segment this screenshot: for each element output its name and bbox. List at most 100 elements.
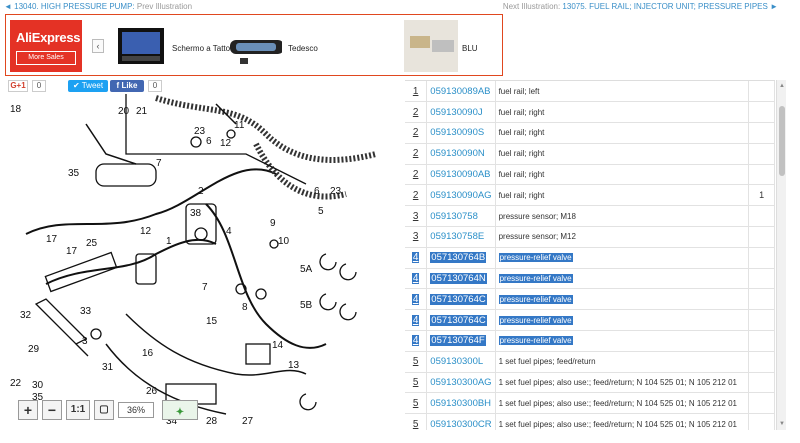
- ad-banner[interactable]: AliExpress More Sales ‹ Schermo a Tatto …: [5, 14, 503, 76]
- callout-label[interactable]: 17: [66, 246, 78, 257]
- part-number-link[interactable]: 059130758E: [426, 226, 496, 248]
- thumbnail-navigator-button[interactable]: ✦: [162, 400, 198, 420]
- callout-label[interactable]: 5A: [300, 264, 313, 275]
- callout-label[interactable]: 18: [10, 104, 22, 115]
- position-number-text[interactable]: 4: [411, 273, 420, 285]
- position-number-text[interactable]: 4: [411, 314, 420, 326]
- position-number[interactable]: 4: [405, 288, 428, 311]
- callout-label[interactable]: 28: [206, 416, 218, 427]
- position-number-text[interactable]: 2: [412, 169, 419, 181]
- position-number[interactable]: 4: [405, 268, 428, 290]
- position-number-text[interactable]: 3: [412, 231, 419, 243]
- part-number-link[interactable]: 059130300CR: [426, 413, 496, 430]
- part-number-link[interactable]: 059130090S: [426, 122, 496, 144]
- callout-label[interactable]: 6: [206, 136, 212, 147]
- callout-label[interactable]: 31: [102, 362, 114, 373]
- position-number-text[interactable]: 3: [412, 210, 419, 222]
- fit-page-button[interactable]: ▢: [94, 400, 114, 420]
- callout-label[interactable]: 14: [272, 340, 284, 351]
- ad-prev-button[interactable]: ‹: [92, 39, 104, 53]
- part-number-link-text[interactable]: 059130089AB: [430, 85, 491, 97]
- next-illustration-link[interactable]: Next Illustration: 13075. FUEL RAIL; INJ…: [502, 2, 778, 11]
- callout-label[interactable]: 7: [156, 158, 162, 169]
- position-number-text[interactable]: 2: [412, 148, 419, 160]
- position-number-text[interactable]: 4: [411, 335, 420, 347]
- position-number[interactable]: 1: [405, 81, 428, 103]
- callout-label[interactable]: 30: [32, 380, 44, 391]
- part-number-link[interactable]: 059130758: [426, 205, 496, 228]
- prev-illustration-link[interactable]: ◄ 13040. HIGH PRESSURE PUMP: Prev Illust…: [4, 2, 193, 11]
- part-number-link[interactable]: 057130764C: [426, 309, 496, 332]
- part-number-link[interactable]: 059130089AB: [426, 81, 496, 103]
- callout-label[interactable]: 21: [136, 106, 148, 117]
- position-number-text[interactable]: 1: [412, 85, 419, 97]
- zoom-in-button[interactable]: +: [18, 400, 38, 420]
- part-number-link-text[interactable]: 059130300AG: [430, 377, 492, 389]
- scroll-up-icon[interactable]: ▲: [779, 83, 785, 89]
- callout-label[interactable]: 3: [82, 336, 88, 347]
- position-number[interactable]: 5: [405, 413, 428, 430]
- ad-item[interactable]: BLU: [404, 20, 500, 72]
- callout-label[interactable]: 23: [330, 186, 342, 197]
- part-number-link-text[interactable]: 059130090N: [430, 148, 485, 160]
- scroll-thumb[interactable]: [779, 106, 785, 176]
- position-number-text[interactable]: 5: [412, 418, 419, 430]
- callout-label[interactable]: 9: [270, 218, 276, 229]
- parts-diagram[interactable]: 18 20 21 23 6 11 12 2 35 7 6 23 5 38 4 9…: [6, 94, 386, 430]
- part-number-link-text[interactable]: 057130764F: [430, 335, 486, 347]
- position-number-text[interactable]: 2: [412, 189, 419, 201]
- callout-label[interactable]: 25: [86, 238, 98, 249]
- more-sales-button[interactable]: More Sales: [16, 51, 76, 65]
- callout-label[interactable]: 6: [314, 186, 320, 197]
- position-number-text[interactable]: 2: [412, 106, 419, 118]
- callout-label[interactable]: 5B: [300, 300, 313, 311]
- position-number[interactable]: 3: [405, 226, 428, 248]
- position-number[interactable]: 3: [405, 205, 428, 228]
- position-number[interactable]: 2: [405, 184, 428, 207]
- part-number-link-text[interactable]: 057130764N: [430, 273, 487, 285]
- position-number[interactable]: 4: [405, 330, 428, 352]
- callout-label[interactable]: 10: [278, 236, 290, 247]
- callout-label[interactable]: 5: [318, 206, 324, 217]
- actual-size-button[interactable]: 1:1: [66, 400, 90, 420]
- position-number-text[interactable]: 4: [411, 252, 420, 264]
- callout-label[interactable]: 7: [202, 282, 208, 293]
- part-number-link-text[interactable]: 059130090J: [430, 106, 483, 118]
- part-number-link-text[interactable]: 059130758E: [430, 231, 485, 243]
- callout-label[interactable]: 8: [242, 302, 248, 313]
- callout-label[interactable]: 1: [166, 236, 172, 247]
- position-number[interactable]: 5: [405, 351, 428, 373]
- part-number-link[interactable]: 057130764B: [426, 247, 496, 269]
- callout-label[interactable]: 15: [206, 316, 218, 327]
- position-number-text[interactable]: 5: [412, 356, 419, 368]
- callout-label[interactable]: 12: [220, 138, 232, 149]
- position-number[interactable]: 5: [405, 372, 428, 394]
- facebook-like-button[interactable]: f Like: [110, 80, 144, 92]
- callout-label[interactable]: 13: [288, 360, 300, 371]
- ad-item[interactable]: Tedesco: [228, 20, 328, 72]
- tweet-button[interactable]: ✔ Tweet: [68, 80, 108, 92]
- part-number-link-text[interactable]: 059130300L: [430, 356, 484, 368]
- callout-label[interactable]: 20: [118, 106, 130, 117]
- part-number-link[interactable]: 059130090N: [426, 143, 496, 165]
- position-number[interactable]: 4: [405, 309, 428, 332]
- part-number-link[interactable]: 057130764F: [426, 330, 496, 352]
- callout-label[interactable]: 2: [198, 186, 204, 197]
- part-number-link-text[interactable]: 059130090AG: [430, 189, 492, 201]
- position-number-text[interactable]: 2: [412, 127, 419, 139]
- part-number-link[interactable]: 059130300L: [426, 351, 496, 373]
- zoom-out-button[interactable]: −: [42, 400, 62, 420]
- part-number-link[interactable]: 057130764C: [426, 288, 496, 311]
